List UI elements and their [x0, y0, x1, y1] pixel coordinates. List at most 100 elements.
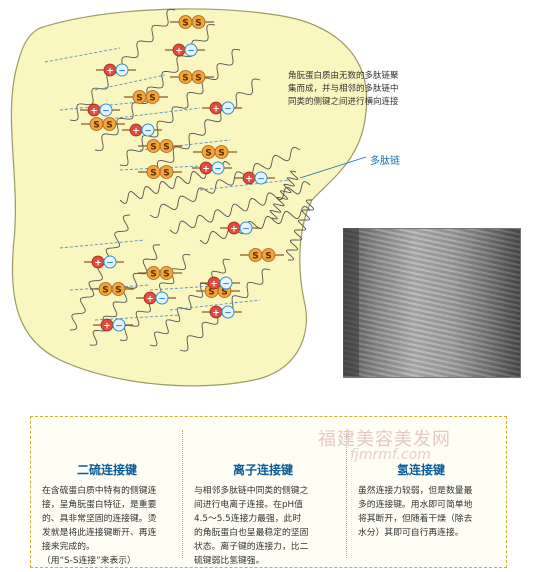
hair-micrograph-edge [343, 228, 359, 376]
ionic-title: 离子连接键 [232, 463, 293, 477]
ionic-bond: +− [80, 103, 120, 117]
ionic-bond: +− [96, 63, 136, 77]
ionic-bond: +− [93, 318, 133, 332]
desc-line: 的、具非常坚固的连接键。烫 [42, 514, 157, 524]
sulfur-letter: S [102, 286, 108, 296]
plus-sign: + [230, 225, 238, 235]
hydrogen-bond [169, 299, 261, 311]
sulfur-letter: S [218, 149, 224, 159]
watermark-text: 福建美容美发网 [318, 429, 451, 450]
minus-sign: − [257, 175, 265, 185]
plus-sign: + [245, 175, 253, 185]
desc-line: 虽然连接力较弱，但是数量最 [358, 486, 473, 496]
minus-sign: − [222, 280, 230, 290]
sulfur-letter: S [163, 143, 169, 153]
sulfur-letter: S [265, 252, 271, 262]
minus-sign: − [118, 67, 126, 77]
hydrogen-bond [199, 179, 291, 191]
ionic-bond: +− [122, 123, 162, 137]
plus-sign: + [132, 127, 140, 137]
top-note-line: 集而成，并与相邻的多肽链中 [288, 84, 399, 94]
plus-sign: + [106, 67, 114, 77]
sulfur-letter: S [182, 19, 188, 29]
ionic-bond: +− [220, 221, 260, 235]
hydrogen-bond [59, 239, 146, 249]
peptide-chain [149, 78, 261, 177]
sulfur-letter: S [205, 149, 211, 159]
peptide-chain [69, 214, 131, 331]
plus-sign: + [146, 295, 154, 305]
sulfur-letter: S [93, 121, 99, 131]
peptide-chain [149, 258, 231, 347]
peptide-label: 多肽链 [370, 156, 400, 167]
ionic-bond: +− [202, 305, 242, 319]
sulfur-letter: S [136, 94, 142, 104]
negative-ion [115, 63, 129, 77]
minus-sign: − [214, 165, 222, 175]
negative-ion [221, 101, 235, 115]
legend-panel [30, 416, 507, 568]
sulfur-letter: S [182, 74, 188, 84]
minus-sign: − [224, 309, 232, 319]
hydrogen-bond [44, 47, 121, 63]
peptide-chains [69, 9, 315, 352]
desc-line: 发就是将此连接键断开、再连 [42, 528, 157, 538]
ionic-desc: 与相邻多肽链中同类的侧键之 间进行电离子连接。在pH值 4.5～5.5连接力最强… [194, 484, 344, 568]
minus-sign: − [187, 47, 195, 57]
desc-line: 硫键弱比氢键强。 [194, 556, 265, 566]
minus-sign: − [144, 127, 152, 137]
negative-ion [254, 171, 268, 185]
plus-sign: + [202, 165, 210, 175]
negative-ion [99, 103, 113, 117]
plus-sign: + [212, 309, 220, 319]
disulfide-desc: 在含硫蛋白质中特有的侧键连 接，呈角朊蛋白特征，是重要 的、具非常坚固的连接键。… [42, 484, 182, 568]
desc-line: 水分）其即可自行再连接。 [358, 528, 464, 538]
hydrogen-title: 氢连接键 [396, 463, 445, 477]
hair-micrograph [343, 228, 521, 378]
peptide-chain [199, 205, 311, 245]
minus-sign: − [242, 225, 250, 235]
ionic-bond: +− [235, 171, 275, 185]
negative-ion [211, 161, 225, 175]
peptide-chain [269, 170, 299, 220]
sulfur-letter: S [195, 74, 201, 84]
minus-sign: − [102, 107, 110, 117]
ionic-bond: +− [192, 161, 232, 175]
peptide-pointer [299, 156, 367, 179]
sulfur-atom [191, 70, 206, 84]
desc-line: 接，呈角朊蛋白特征，是重要 [42, 500, 157, 510]
top-note-line: 角朊蛋白质由无数的多肽链聚 [288, 71, 399, 81]
peptide-chain [149, 146, 301, 219]
sulfur-atom [191, 15, 206, 29]
negative-ion [112, 318, 126, 332]
sulfur-atom [102, 117, 117, 131]
sulfur-letter: S [208, 288, 214, 298]
minus-sign: − [158, 295, 166, 305]
sulfur-atom [261, 248, 276, 262]
sulfur-atom [111, 282, 126, 296]
sulfur-atom [159, 165, 174, 179]
plus-sign: + [212, 105, 220, 115]
peptide-chain [285, 199, 315, 261]
desc-line: 将其断开，但随着干燥（除去 [358, 514, 473, 524]
plus-sign: + [94, 259, 102, 269]
legend-divider [182, 430, 183, 558]
desc-line: 接来完成的。 [42, 542, 95, 552]
top-note-line: 同类的侧键之间进行横向连接 [288, 97, 399, 107]
sulfur-letter: S [150, 270, 156, 280]
ionic-bond: +− [200, 276, 240, 290]
plus-sign: + [210, 280, 218, 290]
ionic-bond: +− [202, 101, 242, 115]
ionic-bond: +− [84, 255, 124, 269]
sulfur-atom [145, 90, 160, 104]
desc-line: 多的连接键。用水即可简单地 [358, 500, 473, 510]
sulfur-letter: S [221, 288, 227, 298]
